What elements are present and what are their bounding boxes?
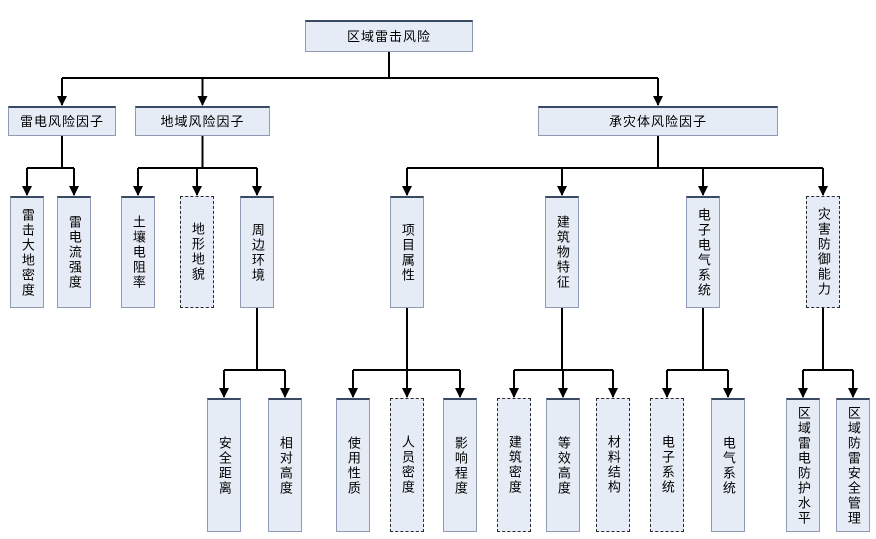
node-l4_6[interactable]: 建筑密度 bbox=[497, 398, 531, 532]
node-label: 建筑密度 bbox=[506, 435, 522, 495]
node-label: 人员密度 bbox=[399, 435, 415, 495]
node-label: 区域雷电防护水平 bbox=[795, 405, 811, 526]
node-label: 电子电气系统 bbox=[695, 207, 711, 298]
node-l3_c4[interactable]: 灾害防御能力 bbox=[806, 196, 840, 308]
node-label: 材料结构 bbox=[605, 435, 621, 495]
node-label: 区域防雷安全管理 bbox=[845, 405, 861, 526]
node-label: 等效高度 bbox=[555, 435, 571, 496]
node-label: 雷电风险因子 bbox=[19, 113, 104, 129]
node-label: 承灾体风险因子 bbox=[608, 113, 707, 129]
node-l3_b2[interactable]: 地形地貌 bbox=[180, 196, 214, 308]
node-l3_a2[interactable]: 雷电流强度 bbox=[57, 196, 91, 308]
node-label: 电子系统 bbox=[659, 435, 675, 495]
node-label: 电气系统 bbox=[720, 435, 736, 496]
node-l3_b3[interactable]: 周边环境 bbox=[240, 196, 274, 308]
node-label: 土壤电阻率 bbox=[130, 215, 146, 290]
node-l4_1[interactable]: 安全距离 bbox=[207, 398, 241, 532]
node-l3_a1[interactable]: 雷击大地密度 bbox=[10, 196, 44, 308]
node-l3_c2[interactable]: 建筑物特征 bbox=[545, 196, 579, 308]
node-l4_5[interactable]: 影响程度 bbox=[443, 398, 477, 532]
node-label: 周边环境 bbox=[249, 222, 265, 283]
node-label: 安全距离 bbox=[216, 435, 232, 496]
node-l4_7[interactable]: 等效高度 bbox=[546, 398, 580, 532]
node-label: 影响程度 bbox=[452, 435, 468, 496]
node-l4_12[interactable]: 区域防雷安全管理 bbox=[836, 398, 870, 532]
node-label: 建筑物特征 bbox=[554, 215, 570, 290]
node-label: 项目属性 bbox=[399, 222, 415, 283]
node-label: 地形地貌 bbox=[189, 222, 205, 282]
node-l4_8[interactable]: 材料结构 bbox=[596, 398, 630, 532]
node-label: 区域雷击风险 bbox=[346, 28, 431, 44]
node-l4_3[interactable]: 使用性质 bbox=[336, 398, 370, 532]
node-l4_2[interactable]: 相对高度 bbox=[268, 398, 302, 532]
node-l2_b[interactable]: 地域风险因子 bbox=[135, 106, 270, 136]
node-label: 使用性质 bbox=[345, 435, 361, 496]
node-l3_c1[interactable]: 项目属性 bbox=[390, 196, 424, 308]
node-l2_a[interactable]: 雷电风险因子 bbox=[8, 106, 116, 136]
node-l3_b1[interactable]: 土壤电阻率 bbox=[121, 196, 155, 308]
node-l2_c[interactable]: 承灾体风险因子 bbox=[538, 106, 778, 136]
node-label: 相对高度 bbox=[277, 435, 293, 496]
node-label: 雷电流强度 bbox=[66, 215, 82, 290]
node-l4_11[interactable]: 区域雷电防护水平 bbox=[786, 398, 820, 532]
node-l4_10[interactable]: 电气系统 bbox=[711, 398, 745, 532]
node-l4_9[interactable]: 电子系统 bbox=[650, 398, 684, 532]
node-l4_4[interactable]: 人员密度 bbox=[390, 398, 424, 532]
node-label: 灾害防御能力 bbox=[815, 207, 831, 297]
node-label: 地域风险因子 bbox=[160, 113, 245, 129]
node-label: 雷击大地密度 bbox=[19, 207, 35, 298]
node-root[interactable]: 区域雷击风险 bbox=[305, 20, 473, 52]
node-l3_c3[interactable]: 电子电气系统 bbox=[686, 196, 720, 308]
